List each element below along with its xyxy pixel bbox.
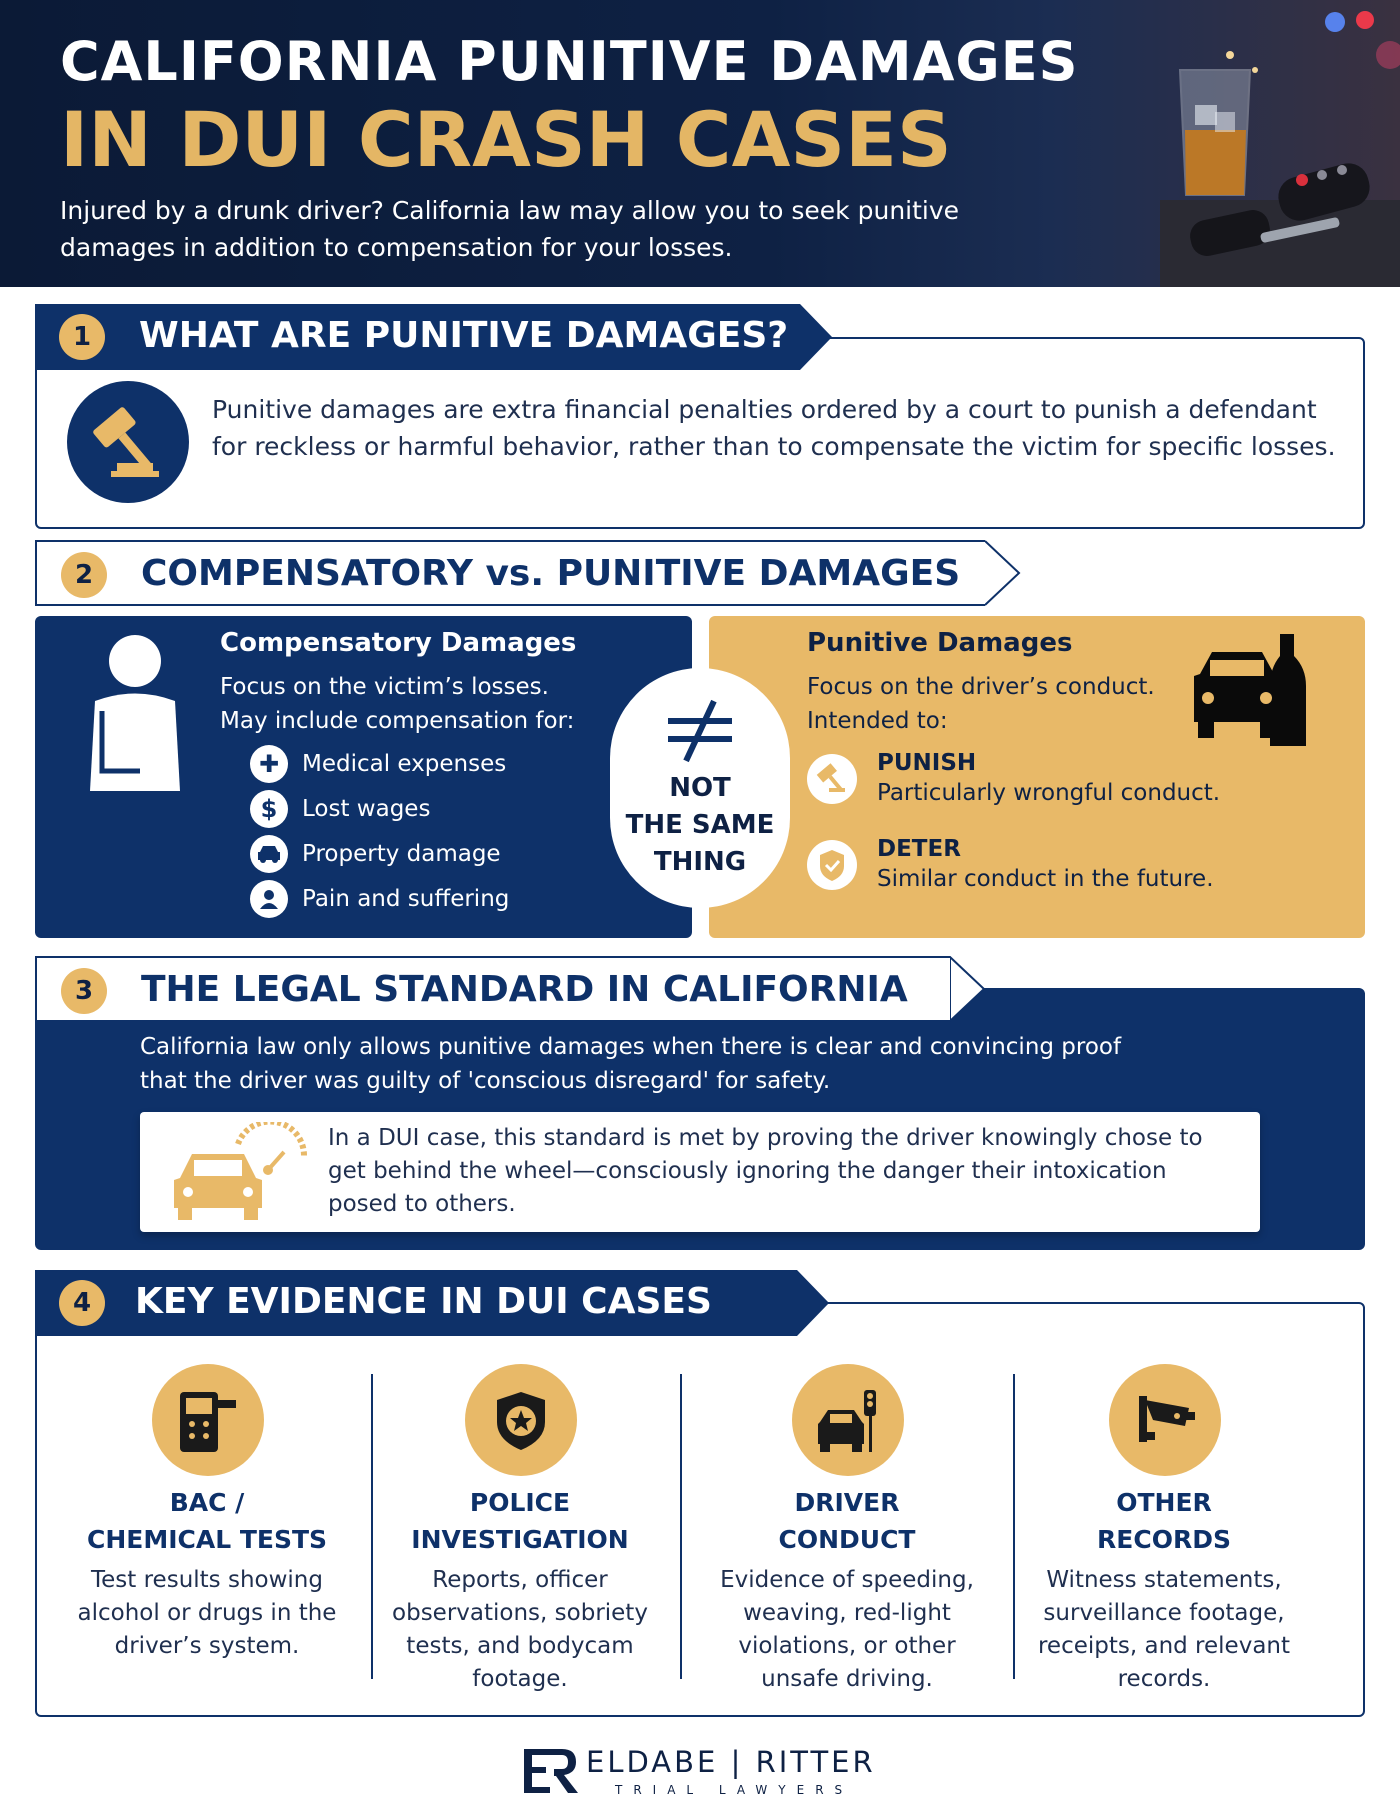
punitive-line2: Intended to: (807, 708, 948, 734)
punitive-line1: Focus on the driver’s conduct. (807, 674, 1155, 700)
evidence-bac-text: Test results showing alcohol or drugs in… (77, 1567, 337, 1659)
firm-tagline: TRIAL LAWYERS (615, 1783, 854, 1797)
police-badge-icon (465, 1364, 577, 1476)
punish-heading: PUNISH (877, 750, 977, 776)
deter-text: Similar conduct in the future. (877, 866, 1214, 892)
section1-number: 1 (59, 314, 105, 360)
divider (680, 1374, 682, 1679)
section4-number: 4 (59, 1280, 105, 1326)
header-subtitle: Injured by a drunk driver? California la… (60, 196, 960, 262)
person-icon (250, 879, 288, 918)
punitive-title: Punitive Damages (807, 628, 1073, 658)
section4-banner: 4 KEY EVIDENCE IN DUI CASES (35, 1270, 829, 1336)
banner-arrow (950, 956, 986, 1022)
banner-arrow (800, 304, 832, 370)
compensatory-line2: May include compensation for: (220, 708, 575, 734)
section1-banner: 1 WHAT ARE PUNITIVE DAMAGES? (35, 304, 832, 370)
banner-arrow (797, 1270, 829, 1336)
compensatory-list: ✚Medical expenses $Lost wages Property d… (250, 741, 509, 921)
section3-body: California law only allows punitive dama… (140, 1034, 1122, 1094)
divider (371, 1374, 373, 1679)
section3-title: THE LEGAL STANDARD IN CALIFORNIA (141, 969, 908, 1010)
section1-title: WHAT ARE PUNITIVE DAMAGES? (139, 315, 789, 356)
shield-check-icon (807, 840, 857, 890)
section3-card-text: In a DUI case, this standard is met by p… (328, 1125, 1203, 1217)
not-equal-symbol (610, 696, 790, 766)
not-same-line1: NOT (669, 773, 731, 803)
title-line1: CALIFORNIA PUNITIVE DAMAGES (60, 30, 1079, 93)
evidence-driver-text: Evidence of speeding, weaving, red-light… (720, 1567, 974, 1692)
breathalyzer-icon (152, 1364, 264, 1476)
list-item: ✚Medical expenses (250, 741, 509, 786)
section2-banner: 2 COMPENSATORY vs. PUNITIVE DAMAGES (35, 540, 1021, 606)
section4-box: BAC /CHEMICAL TESTS Test results showing… (35, 1302, 1365, 1717)
section3-banner: 3 THE LEGAL STANDARD IN CALIFORNIA (35, 956, 986, 1022)
injured-person-icon (90, 635, 180, 791)
firm-logo: ELDABE | RITTER TRIAL LAWYERS (520, 1745, 880, 1805)
section1-body: Punitive damages are extra financial pen… (212, 395, 1336, 461)
dollar-icon: $ (250, 789, 288, 828)
punish-text: Particularly wrongful conduct. (877, 780, 1221, 806)
er-monogram-icon (524, 1749, 578, 1793)
header-hero: CALIFORNIA PUNITIVE DAMAGES IN DUI CRASH… (0, 0, 1400, 287)
list-item: Property damage (250, 831, 509, 876)
car-traffic-light-icon (792, 1364, 904, 1476)
evidence-police-text: Reports, officer observations, sobriety … (392, 1567, 648, 1692)
car-bottle-icon (1194, 634, 1306, 746)
section3-number: 3 (61, 968, 107, 1014)
deter-heading: DETER (877, 836, 961, 862)
title-line2: IN DUI CRASH CASES (60, 95, 952, 184)
section4-title: KEY EVIDENCE IN DUI CASES (135, 1281, 712, 1322)
section2-title: COMPENSATORY vs. PUNITIVE DAMAGES (141, 553, 961, 594)
gavel-icon (807, 754, 857, 804)
section3-panel: California law only allows punitive dama… (35, 988, 1365, 1250)
firm-name: ELDABE | RITTER (586, 1745, 876, 1779)
section3-card: In a DUI case, this standard is met by p… (140, 1112, 1260, 1232)
not-same-line3: THING (653, 847, 747, 877)
medical-cross-icon: ✚ (250, 744, 288, 783)
list-item: Pain and suffering (250, 876, 509, 921)
compensatory-panel: Compensatory Damages Focus on the victim… (35, 616, 692, 938)
compensatory-title: Compensatory Damages (220, 628, 577, 658)
banner-arrow (985, 540, 1021, 606)
security-camera-icon (1109, 1364, 1221, 1476)
section2-number: 2 (61, 552, 107, 598)
evidence-bac-heading: BAC /CHEMICAL TESTS (86, 1488, 328, 1554)
whiskey-glass-keys-illustration (1160, 11, 1400, 287)
gavel-icon (67, 381, 189, 503)
punitive-panel: Punitive Damages Focus on the driver’s c… (709, 616, 1365, 938)
car-icon (250, 834, 288, 873)
not-same-line2: THE SAME (625, 810, 775, 840)
compensatory-line1: Focus on the victim’s losses. (220, 674, 549, 700)
divider (1013, 1374, 1015, 1679)
car-speedometer-icon (174, 1122, 308, 1220)
evidence-records-text: Witness statements, surveillance footage… (1037, 1567, 1291, 1692)
not-same-badge: NOT THE SAME THING (610, 668, 790, 908)
list-item: $Lost wages (250, 786, 509, 831)
